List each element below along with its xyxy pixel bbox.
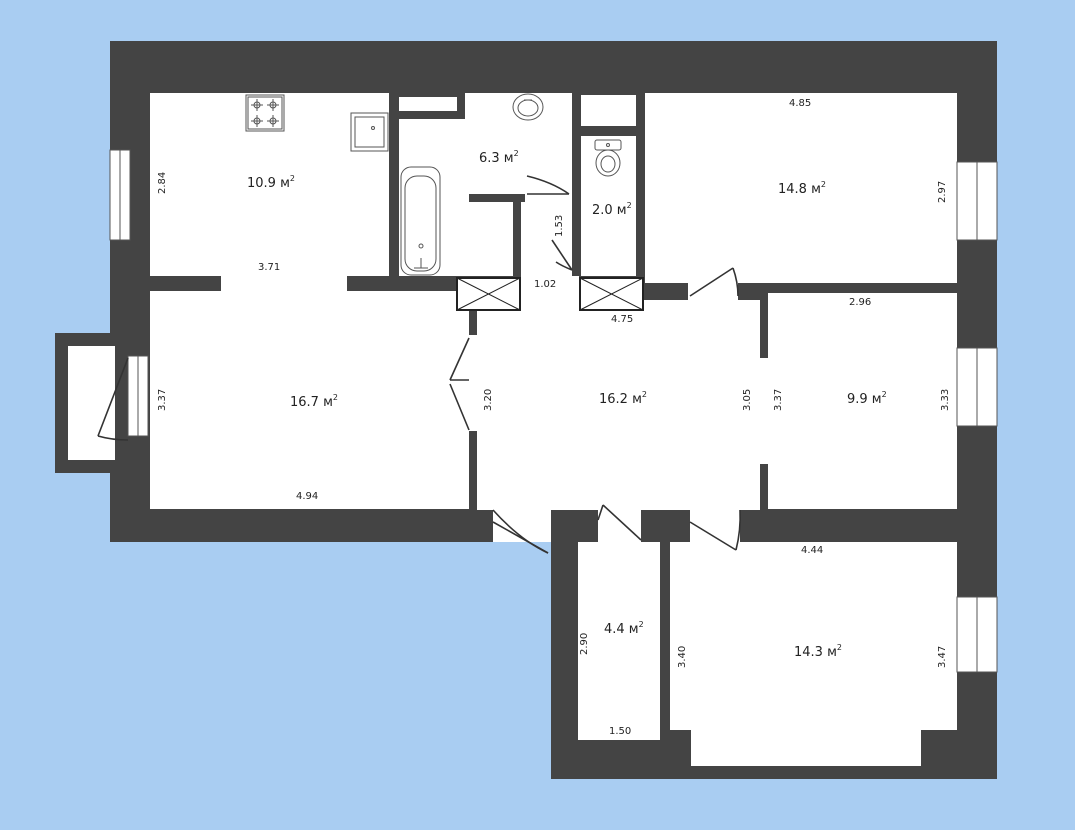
living-hall-opening <box>469 335 477 431</box>
room-se-area-label: 14.3 м2 <box>794 643 842 660</box>
toilet-icon <box>594 139 622 177</box>
kitchen-bath-wall <box>389 93 399 291</box>
room-se-bay-floor <box>691 730 921 766</box>
living-width-dim: 4.94 <box>296 491 318 502</box>
door-swing-icon <box>689 267 739 297</box>
room-e-floor <box>768 293 957 509</box>
bath-shelf <box>469 194 525 202</box>
hall-door-width-dim: 1.02 <box>534 279 556 290</box>
window-icon <box>109 149 131 241</box>
door-swing-icon <box>492 509 549 554</box>
door-swing-icon <box>689 509 741 551</box>
door-swing-icon <box>449 337 470 431</box>
room-e-area-label: 9.9 м2 <box>847 390 887 407</box>
hall-height-right-dim: 3.05 <box>742 389 753 411</box>
closet-north-floor <box>581 95 636 126</box>
room-e-height-right-dim: 3.33 <box>940 389 951 411</box>
window-icon <box>127 355 149 437</box>
toilet-area-label: 2.0 м2 <box>592 201 632 218</box>
room-e-height-left-dim: 3.37 <box>773 389 784 411</box>
ventilation-shaft-icon <box>456 277 521 311</box>
bathroom-floor <box>399 93 572 276</box>
kitchen-sink-icon <box>350 112 389 152</box>
bedroom-ne-width-dim: 4.85 <box>789 98 811 109</box>
toilet-wall-left <box>572 93 581 276</box>
living-area-label: 16.7 м2 <box>290 393 338 410</box>
bath-partition-vertical <box>457 93 465 119</box>
room-se-height-left-dim: 3.40 <box>677 646 688 668</box>
bath-partition-top <box>399 93 457 97</box>
room-se-height-right-dim: 3.47 <box>937 646 948 668</box>
ventilation-shafts <box>456 277 644 311</box>
hall-width-dim: 4.75 <box>611 314 633 325</box>
room-e-opening <box>760 358 768 464</box>
hall-area-label: 16.2 м2 <box>599 390 647 407</box>
room-se-floor <box>670 542 957 730</box>
door-swing-icon <box>597 504 642 541</box>
door-swing-icon <box>97 357 129 441</box>
toilet-height-dim: 1.53 <box>554 215 565 237</box>
floors <box>68 93 957 766</box>
partitions <box>389 93 768 766</box>
room-e-width-dim: 2.96 <box>849 297 871 308</box>
closet-wall <box>581 126 636 136</box>
storage-height-dim: 2.90 <box>579 633 590 655</box>
windows <box>109 149 998 673</box>
bedroom-ne-floor <box>645 93 957 283</box>
bath-partition-top-h <box>399 111 465 119</box>
kitchen-floor <box>150 93 389 276</box>
horizontal-dimensions: 3.71 4.85 1.02 4.75 2.96 4.94 4.44 1.50 <box>258 98 871 737</box>
bath-partition-lower <box>513 202 521 276</box>
kitchen-height-dim: 2.84 <box>157 172 168 194</box>
bedroom-ne-opening <box>688 283 738 300</box>
room-e-wall-left <box>760 293 768 358</box>
hall-entry-floor <box>521 276 579 300</box>
window-icon <box>956 596 998 673</box>
toilet-wall-right <box>636 93 645 300</box>
storage-floor <box>578 542 660 740</box>
toilet-floor <box>581 136 636 276</box>
bedroom-ne-height-dim: 2.97 <box>937 181 948 203</box>
washbasin-icon <box>512 93 544 121</box>
door-swing-icon <box>526 175 570 195</box>
storage-opening <box>598 509 641 542</box>
hall-height-left-dim: 3.20 <box>483 389 494 411</box>
vertical-dimensions: 2.84 1.53 2.97 3.37 3.20 3.05 3.37 3.33 … <box>157 172 951 668</box>
gas-stove-icon <box>245 94 285 132</box>
window-icon <box>956 347 998 427</box>
kitchen-width-dim: 3.71 <box>258 262 280 273</box>
room-se-bay-left <box>670 730 691 766</box>
living-floor <box>150 291 469 509</box>
bathroom-area-label: 6.3 м2 <box>479 149 519 166</box>
living-opening-top <box>221 276 347 291</box>
living-height-dim: 3.37 <box>157 389 168 411</box>
hall-floor <box>477 300 760 510</box>
area-labels: 10.9 м2 6.3 м2 2.0 м2 14.8 м2 16.7 м2 16… <box>247 149 887 660</box>
bathtub-icon <box>400 166 441 276</box>
storage-room-wall <box>660 542 670 740</box>
bay-window-floor <box>68 346 115 460</box>
storage-width-dim: 1.50 <box>609 726 631 737</box>
kitchen-area-label: 10.9 м2 <box>247 174 295 191</box>
storage-area-label: 4.4 м2 <box>604 620 644 637</box>
room-se-width-dim: 4.44 <box>801 545 823 556</box>
window-icon <box>956 161 998 241</box>
door-swing-icon <box>551 239 573 271</box>
ventilation-shaft-icon <box>579 277 644 311</box>
room-e-wall-left-low <box>760 464 768 509</box>
bedroom-ne-area-label: 14.8 м2 <box>778 180 826 197</box>
doors <box>97 175 741 554</box>
